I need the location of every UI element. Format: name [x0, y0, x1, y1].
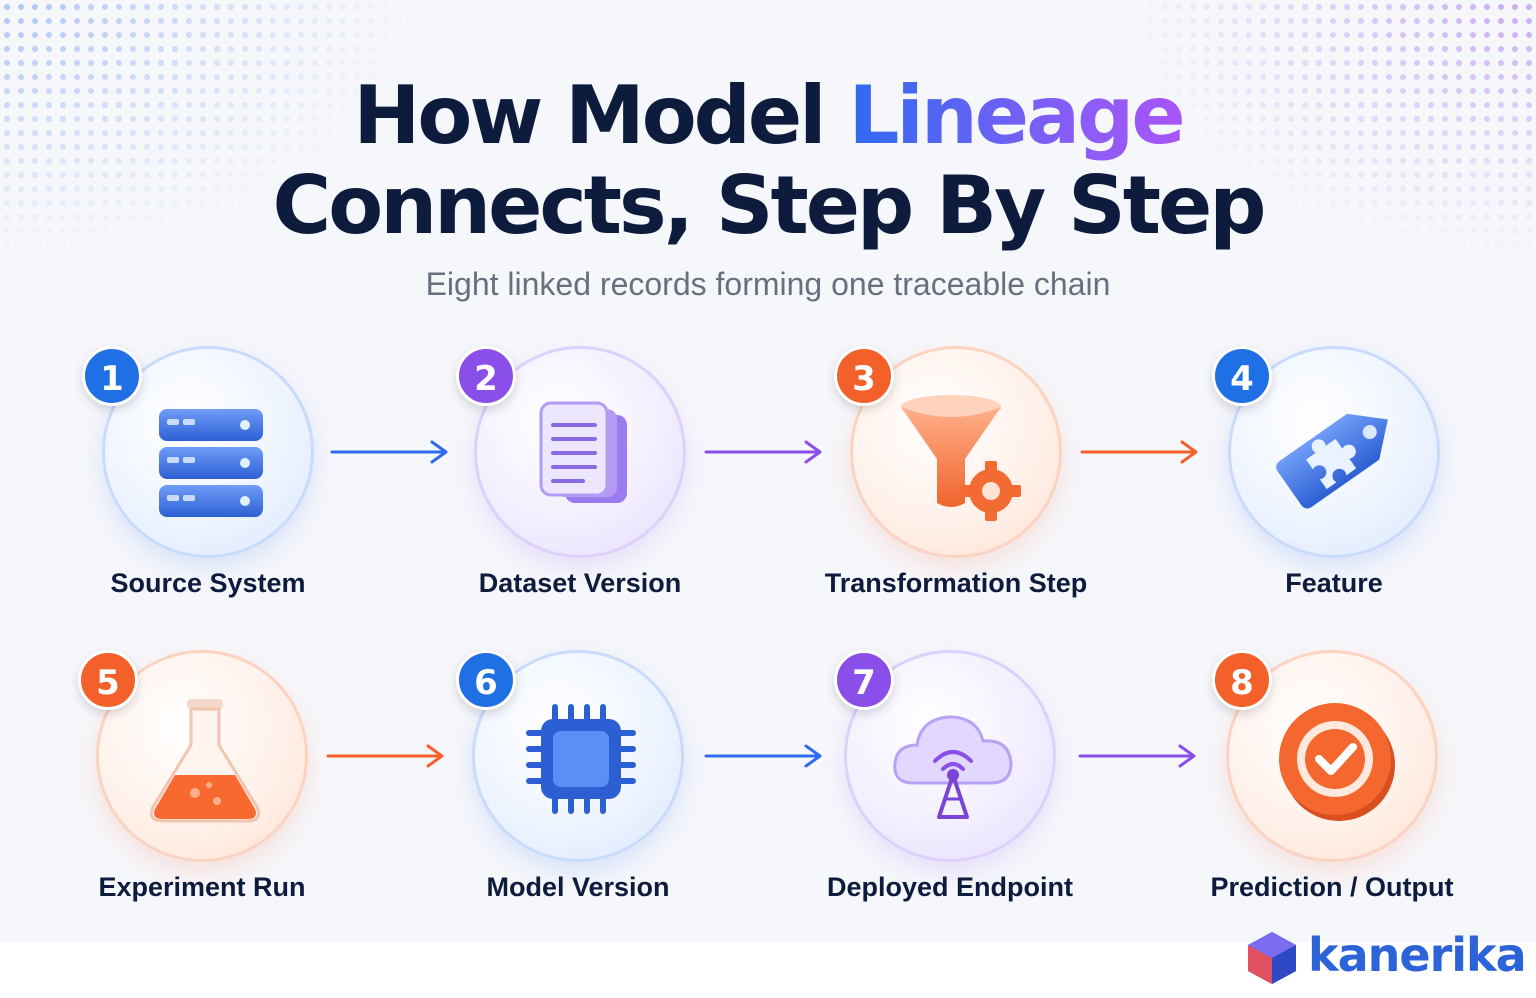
step-number-badge: 6 [456, 650, 516, 710]
step-transformation-step: 3 Transformation Step [796, 346, 1116, 616]
step-feature: 4 Feature [1174, 346, 1494, 616]
step-circle [96, 650, 308, 862]
step-number-badge: 8 [1212, 650, 1272, 710]
step-number-badge: 5 [78, 650, 138, 710]
step-label: Dataset Version [478, 568, 682, 598]
title-accent-word: Lineage [848, 69, 1185, 162]
flask-icon [149, 699, 261, 823]
arrow-right-icon [330, 440, 448, 464]
cube-logo-icon [1248, 932, 1296, 984]
step-label: Experiment Run [98, 872, 306, 902]
chip-icon [526, 704, 636, 814]
step-label: Deployed Endpoint [827, 872, 1073, 902]
brand-logo: kanerika [1246, 926, 1527, 990]
step-model-version: 6 Model Version [418, 650, 738, 920]
step-label: Source System [110, 568, 306, 598]
arrow-right-icon [1078, 744, 1196, 768]
step-label: Feature [1285, 568, 1383, 598]
database-server-icon [159, 409, 263, 517]
step-source-system: 1 Source System [48, 346, 368, 616]
step-prediction-output: 8 Prediction / Output [1172, 650, 1492, 920]
document-stack-icon [539, 401, 627, 503]
step-number-badge: 4 [1212, 346, 1272, 406]
step-label: Prediction / Output [1210, 872, 1454, 902]
title-part: How Model [353, 69, 849, 162]
puzzle-tag-icon [1276, 413, 1388, 509]
step-deployed-endpoint: 7 Deployed Endpoint [790, 650, 1110, 920]
page-title-line-1: How Model Lineage [0, 70, 1536, 162]
brand-name: kanerika [1308, 928, 1527, 982]
step-experiment-run: 5 Experiment Run [42, 650, 362, 920]
arrow-right-icon [704, 440, 822, 464]
arrow-right-icon [704, 744, 822, 768]
step-dataset-version: 2 Dataset Version [420, 346, 740, 616]
funnel-gear-icon [901, 395, 1021, 521]
check-badge-icon [1279, 703, 1395, 821]
arrow-right-icon [1080, 440, 1198, 464]
step-number-badge: 3 [834, 346, 894, 406]
page-title-line-2: Connects, Step By Step [272, 159, 1267, 252]
cloud-antenna-icon [893, 715, 1013, 819]
step-label: Model Version [486, 872, 670, 902]
step-number-badge: 2 [456, 346, 516, 406]
arrow-right-icon [326, 744, 444, 768]
step-label: Transformation Step [824, 568, 1088, 598]
page-subtitle: Eight linked records forming one traceab… [425, 266, 1111, 302]
step-number-badge: 1 [82, 346, 142, 406]
step-number-badge: 7 [834, 650, 894, 710]
